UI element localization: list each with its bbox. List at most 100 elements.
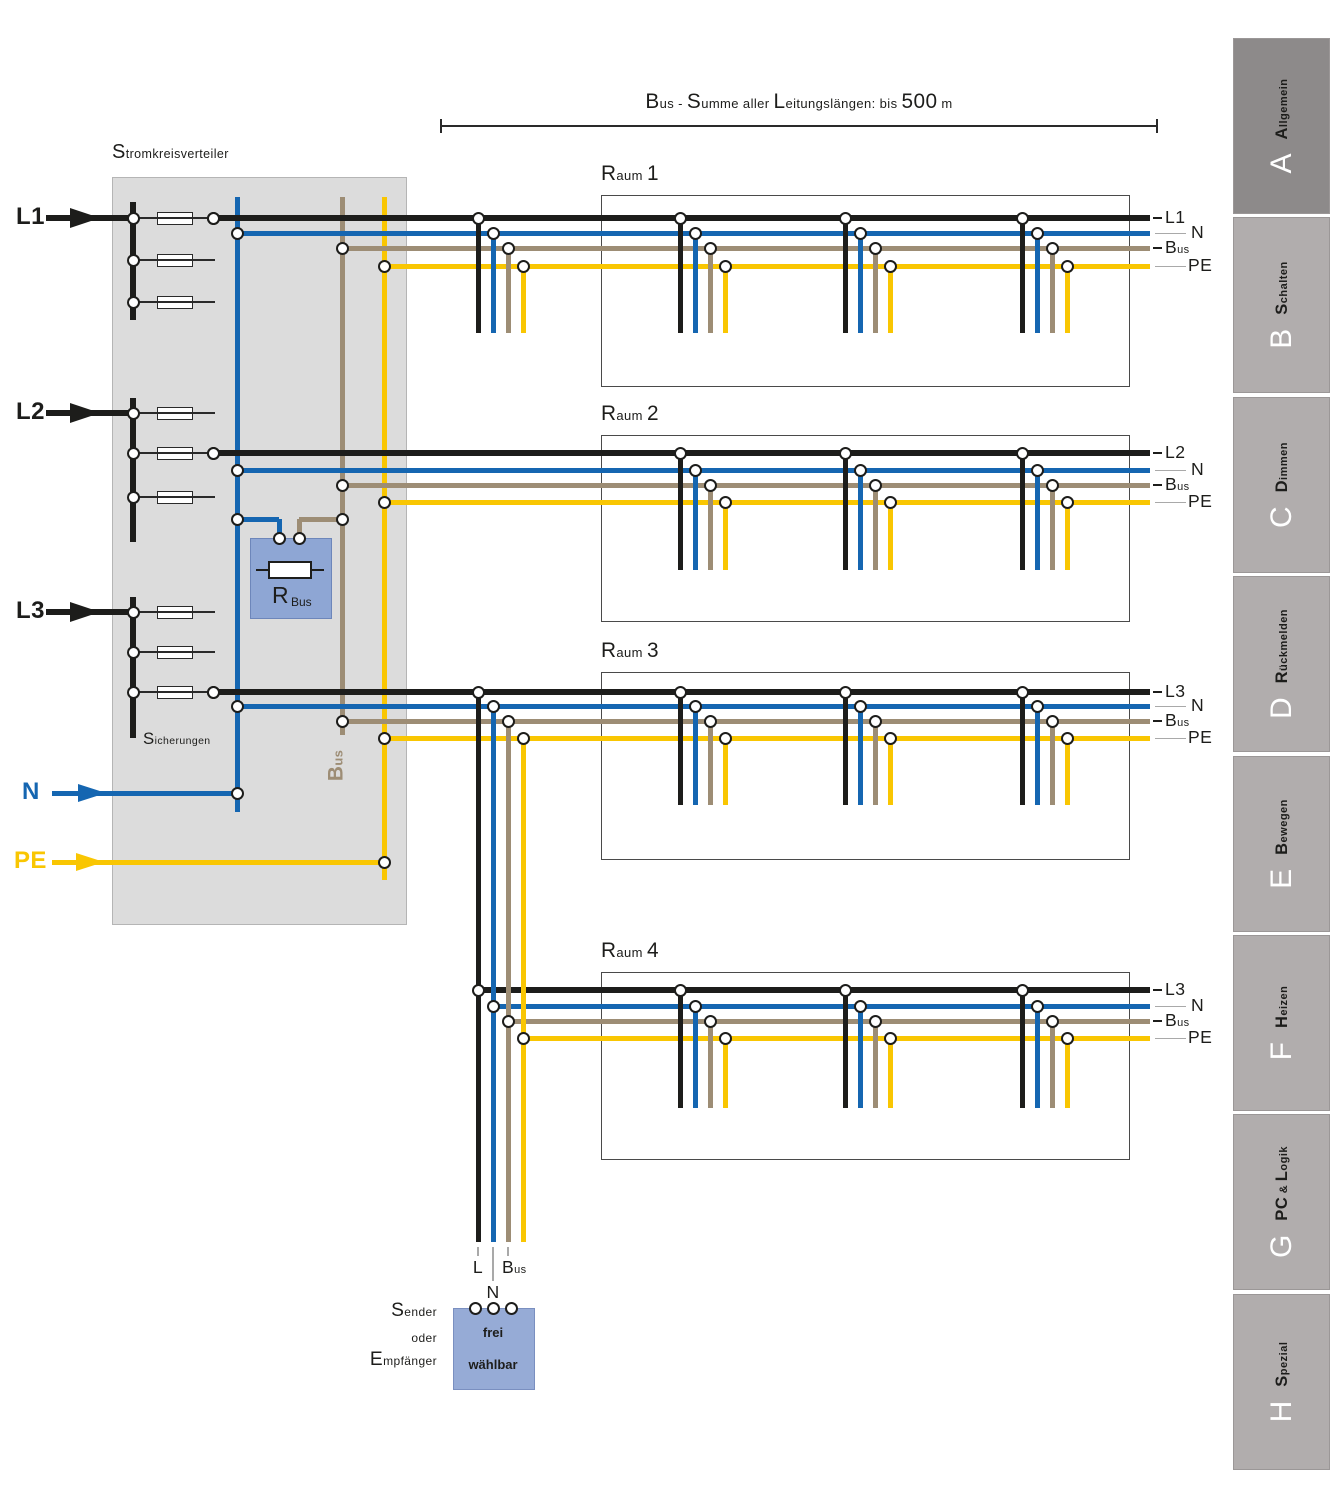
wire-label-dash: [1153, 1020, 1162, 1022]
terminal-tick: [492, 1247, 494, 1281]
fuse-wire-inner: [158, 691, 192, 693]
drop-junction-node: [853, 226, 867, 240]
drop-junction-node: [868, 714, 882, 728]
wire-label-tick: [1155, 469, 1186, 471]
device-drop-bus: [707, 485, 713, 570]
device-drop-neutral: [692, 233, 698, 333]
device-drop-neutral: [1034, 706, 1040, 805]
device-drop-bus: [872, 248, 878, 333]
trunk-junction-node: [486, 699, 500, 713]
drop-junction-node: [688, 999, 702, 1013]
wire-label-dash: [1153, 989, 1162, 991]
wire-label-dash: [1153, 691, 1162, 693]
tab-word: PC & Logik: [1272, 1146, 1291, 1222]
wire-end-label: L3: [1165, 979, 1186, 999]
device-drop-phase: [1019, 453, 1025, 570]
device-drop-pe: [722, 502, 728, 570]
wire-label-dash: [1153, 720, 1162, 722]
rbus-neutral-tap-node: [230, 512, 244, 526]
wire-end-label: L1: [1165, 207, 1186, 227]
drop-junction-node: [883, 1031, 897, 1045]
device-drop-bus: [707, 721, 713, 805]
tab-pc-logik[interactable]: G PC & Logik: [1233, 1114, 1330, 1291]
drop-junction-node: [883, 259, 897, 273]
wire-start-node: [377, 259, 391, 273]
input-label-L3: L3: [16, 597, 45, 624]
input-arrowhead: [70, 602, 100, 622]
drop-junction-node: [1015, 685, 1029, 699]
drop-junction-node: [703, 241, 717, 255]
device-text-line2: wählbar: [468, 1357, 518, 1372]
device-drop-pe: [1064, 1038, 1070, 1108]
device-drop-pe: [887, 738, 893, 805]
wire-end-label: Bus: [1165, 710, 1190, 730]
input-label-PE: PE: [14, 847, 47, 874]
drop-junction-node: [703, 714, 717, 728]
device-drop-neutral: [692, 1006, 698, 1108]
room4-wire-bus: [508, 1018, 1150, 1024]
busbar-tap-node: [126, 211, 140, 225]
wire-start-node: [377, 731, 391, 745]
wire-start-node: [230, 226, 244, 240]
busbar-tap-node: [126, 685, 140, 699]
tab-letter: G: [1264, 1234, 1298, 1259]
device-drop-bus: [1049, 1021, 1055, 1108]
wire-label-tick: [1155, 501, 1186, 503]
rbus-neutral-link: [237, 516, 279, 522]
drop-junction-node: [1030, 463, 1044, 477]
device-drop-phase: [677, 453, 683, 570]
wire-label-dash: [1153, 217, 1162, 219]
input-label-L2: L2: [16, 398, 45, 425]
busbar-L3: [130, 597, 136, 738]
wire-start-node: [486, 999, 500, 1013]
drop-junction-node: [1045, 714, 1059, 728]
tab-word: Rückmelden: [1272, 609, 1291, 684]
fuse-wire-inner: [158, 452, 192, 454]
busbar-tap-node: [126, 446, 140, 460]
fuse-wire-inner: [158, 259, 192, 261]
device-drop-neutral: [857, 706, 863, 805]
wire-end-label: PE: [1188, 1027, 1213, 1047]
busbar-tap-node: [126, 295, 140, 309]
busbar-tap-node: [126, 406, 140, 420]
wire-end-label: N: [1191, 459, 1205, 479]
wire-start-node: [335, 241, 349, 255]
wire-label-tick: [1155, 265, 1186, 267]
device-drop-phase: [475, 218, 481, 333]
room-box: [601, 972, 1130, 1160]
device-drop-phase: [677, 218, 683, 333]
busbar-tap-node: [126, 253, 140, 267]
wire-end-label: Bus: [1165, 1010, 1190, 1030]
terminal-label-Bus: Bus: [502, 1257, 527, 1277]
room4-wire-pe: [523, 1035, 1150, 1041]
tab-letter: B: [1264, 328, 1298, 350]
drop-junction-node: [868, 241, 882, 255]
terminal-tick: [477, 1247, 479, 1256]
fuse-wire-inner: [158, 217, 192, 219]
input-arrowhead: [76, 853, 104, 871]
pe-input-node: [377, 855, 391, 869]
drop-junction-node: [838, 983, 852, 997]
room2-wire-bus: [342, 482, 1150, 488]
drop-junction-node: [1030, 699, 1044, 713]
input-arrowhead: [78, 784, 106, 802]
device-drop-bus: [1049, 721, 1055, 805]
wire-start-node: [335, 714, 349, 728]
drop-junction-node: [1030, 999, 1044, 1013]
wire-start-node: [206, 685, 220, 699]
tab-word: Heizen: [1272, 985, 1291, 1029]
wire-label-tick: [1155, 737, 1186, 739]
device-drop-pe: [887, 502, 893, 570]
trunk-junction-node: [516, 731, 530, 745]
